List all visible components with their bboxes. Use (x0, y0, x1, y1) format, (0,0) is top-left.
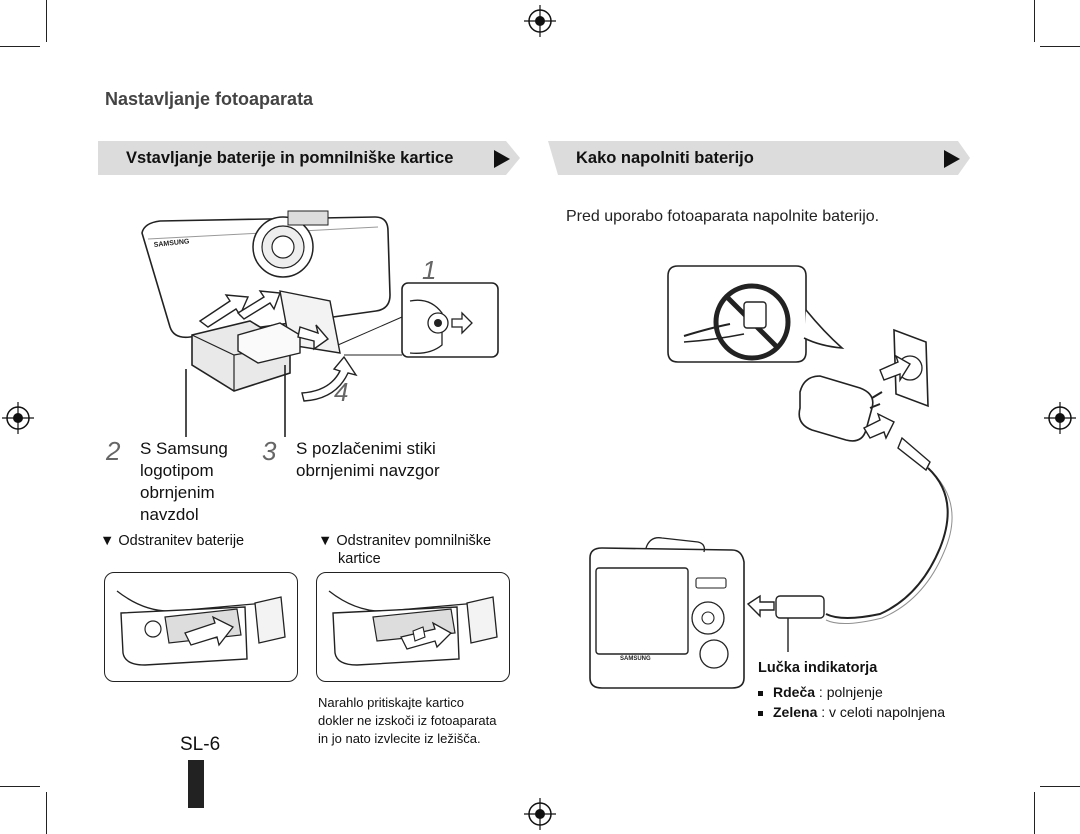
crop-mark (46, 792, 47, 834)
crop-mark (46, 0, 47, 42)
step-3-text: S pozlačenimi stiki obrnjenimi navzgor (296, 439, 440, 480)
registration-mark-icon (524, 5, 556, 37)
crop-mark (1034, 792, 1035, 834)
bullet-icon (758, 710, 763, 716)
charging-illustration: SAMSUNG (589, 265, 953, 689)
crop-mark (1040, 786, 1080, 787)
banner-shape (548, 141, 970, 175)
thumb-index-tab (188, 760, 204, 808)
step-number: 4 (334, 377, 349, 407)
step-2-text: S Samsung logotipom obrnjenim navzdol (140, 439, 228, 524)
step-number: 1 (422, 255, 437, 285)
card-removal-illustration (316, 572, 510, 682)
charging-intro: Pred uporabo fotoaparata napolnite bater… (566, 208, 880, 225)
charger-icon (798, 375, 874, 442)
crop-mark (0, 46, 40, 47)
banner-shape (98, 141, 520, 175)
indicator-list: Rdeča : polnjenje Zelena : v celoti napo… (758, 682, 945, 722)
indicator-heading: Lučka indikatorja (758, 660, 878, 676)
play-arrow-icon (944, 150, 960, 168)
step-number: 3 (262, 436, 277, 466)
indicator-item: Zelena : v celoti napolnjena (758, 702, 945, 722)
play-arrow-icon (494, 150, 510, 168)
crop-mark (1034, 0, 1035, 42)
card-removal-note: Narahlo pritiskajte kartico dokler ne iz… (318, 695, 497, 746)
crop-mark (0, 786, 40, 787)
registration-mark-icon (1044, 402, 1076, 434)
remove-card-caption: ▼ Odstranitev pomnilniške kartice (318, 533, 492, 567)
crop-mark (1040, 46, 1080, 47)
bullet-icon (758, 690, 763, 696)
section-title: Vstavljanje baterije in pomnilniške kart… (126, 149, 454, 167)
section-banner-left: Vstavljanje baterije in pomnilniške kart… (98, 141, 520, 175)
registration-mark-icon (524, 798, 556, 830)
page-number: SL-6 (180, 734, 221, 755)
page-title: Nastavljanje fotoaparata (105, 89, 314, 109)
battery-insertion-illustration: SAMSUNG (141, 210, 499, 437)
camera-brand-text: SAMSUNG (153, 238, 190, 249)
indicator-item: Rdeča : polnjenje (758, 682, 945, 702)
battery-removal-illustration (104, 572, 298, 682)
section-banner-right: Kako napolniti baterijo (548, 141, 970, 175)
remove-battery-caption: ▼ Odstranitev baterije (100, 533, 245, 549)
camera-brand-text: SAMSUNG (620, 656, 651, 662)
step-number: 2 (106, 436, 121, 466)
section-title: Kako napolniti baterijo (576, 149, 754, 167)
registration-mark-icon (2, 402, 34, 434)
